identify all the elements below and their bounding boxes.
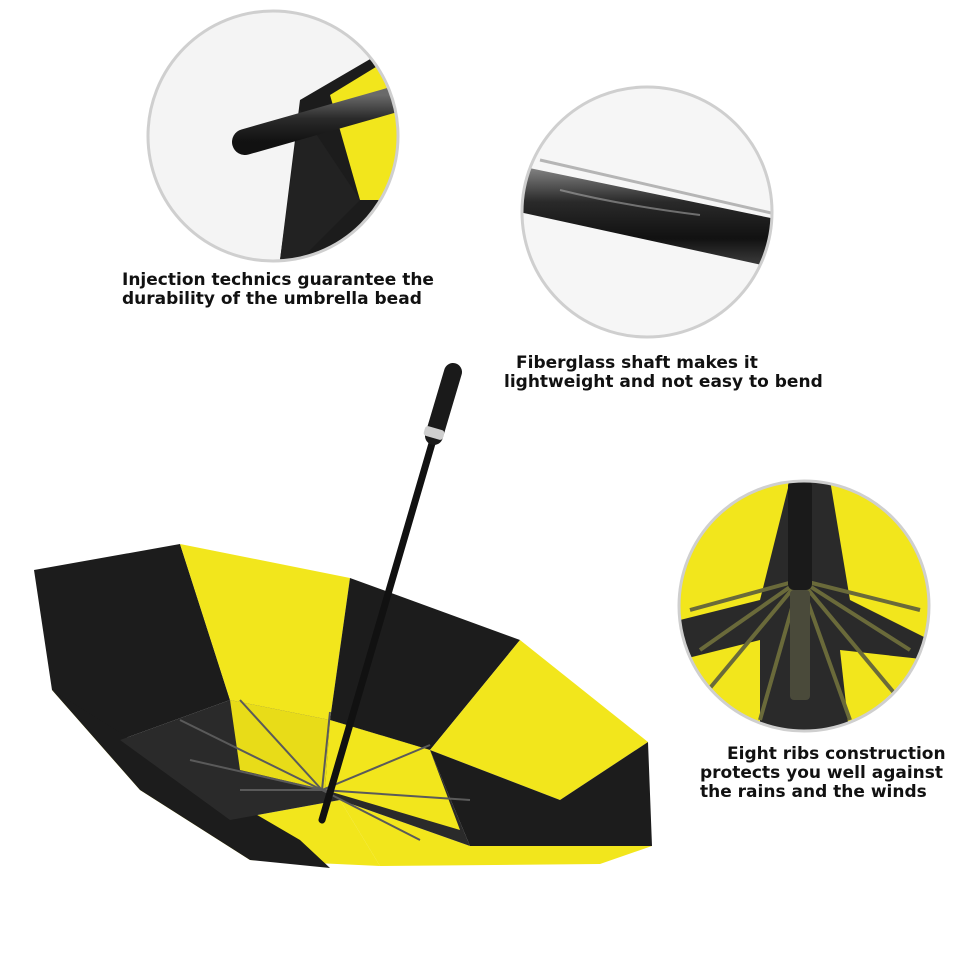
bead-detail-circle — [146, 9, 400, 263]
bead-caption: Injection technics guarantee the durabil… — [122, 271, 434, 309]
shaft-detail-circle — [520, 85, 774, 339]
shaft-caption: Fiberglass shaft makes it lightweight an… — [504, 354, 823, 392]
main-umbrella — [34, 363, 652, 868]
handle-ring — [423, 426, 445, 440]
canopy-underside — [325, 720, 460, 830]
canopy-ribs — [179, 699, 471, 841]
ribs-caption-line: Eight ribs construction — [727, 744, 946, 764]
canopy-panel — [430, 640, 648, 800]
ribs-caption: Eight ribs construction protects you wel… — [700, 745, 946, 802]
canopy-panel — [52, 690, 380, 866]
canopy-panel — [180, 544, 350, 720]
ribs-caption-line: the rains and the winds — [700, 782, 927, 802]
bead-caption-line: Injection technics guarantee the — [122, 270, 434, 290]
umbrella-handle — [425, 363, 462, 445]
bead-caption-line: durability of the umbrella bead — [122, 289, 422, 309]
shaft-caption-line: Fiberglass shaft makes it — [516, 353, 758, 373]
canopy-panel — [34, 544, 230, 740]
shaft-caption-line: lightweight and not easy to bend — [504, 372, 823, 392]
umbrella-shaft — [318, 436, 437, 824]
ribs-caption-line: protects you well against — [700, 763, 944, 783]
canopy-panel — [430, 742, 652, 846]
ribs-detail-circle — [677, 479, 931, 733]
canopy-panel — [340, 800, 652, 866]
